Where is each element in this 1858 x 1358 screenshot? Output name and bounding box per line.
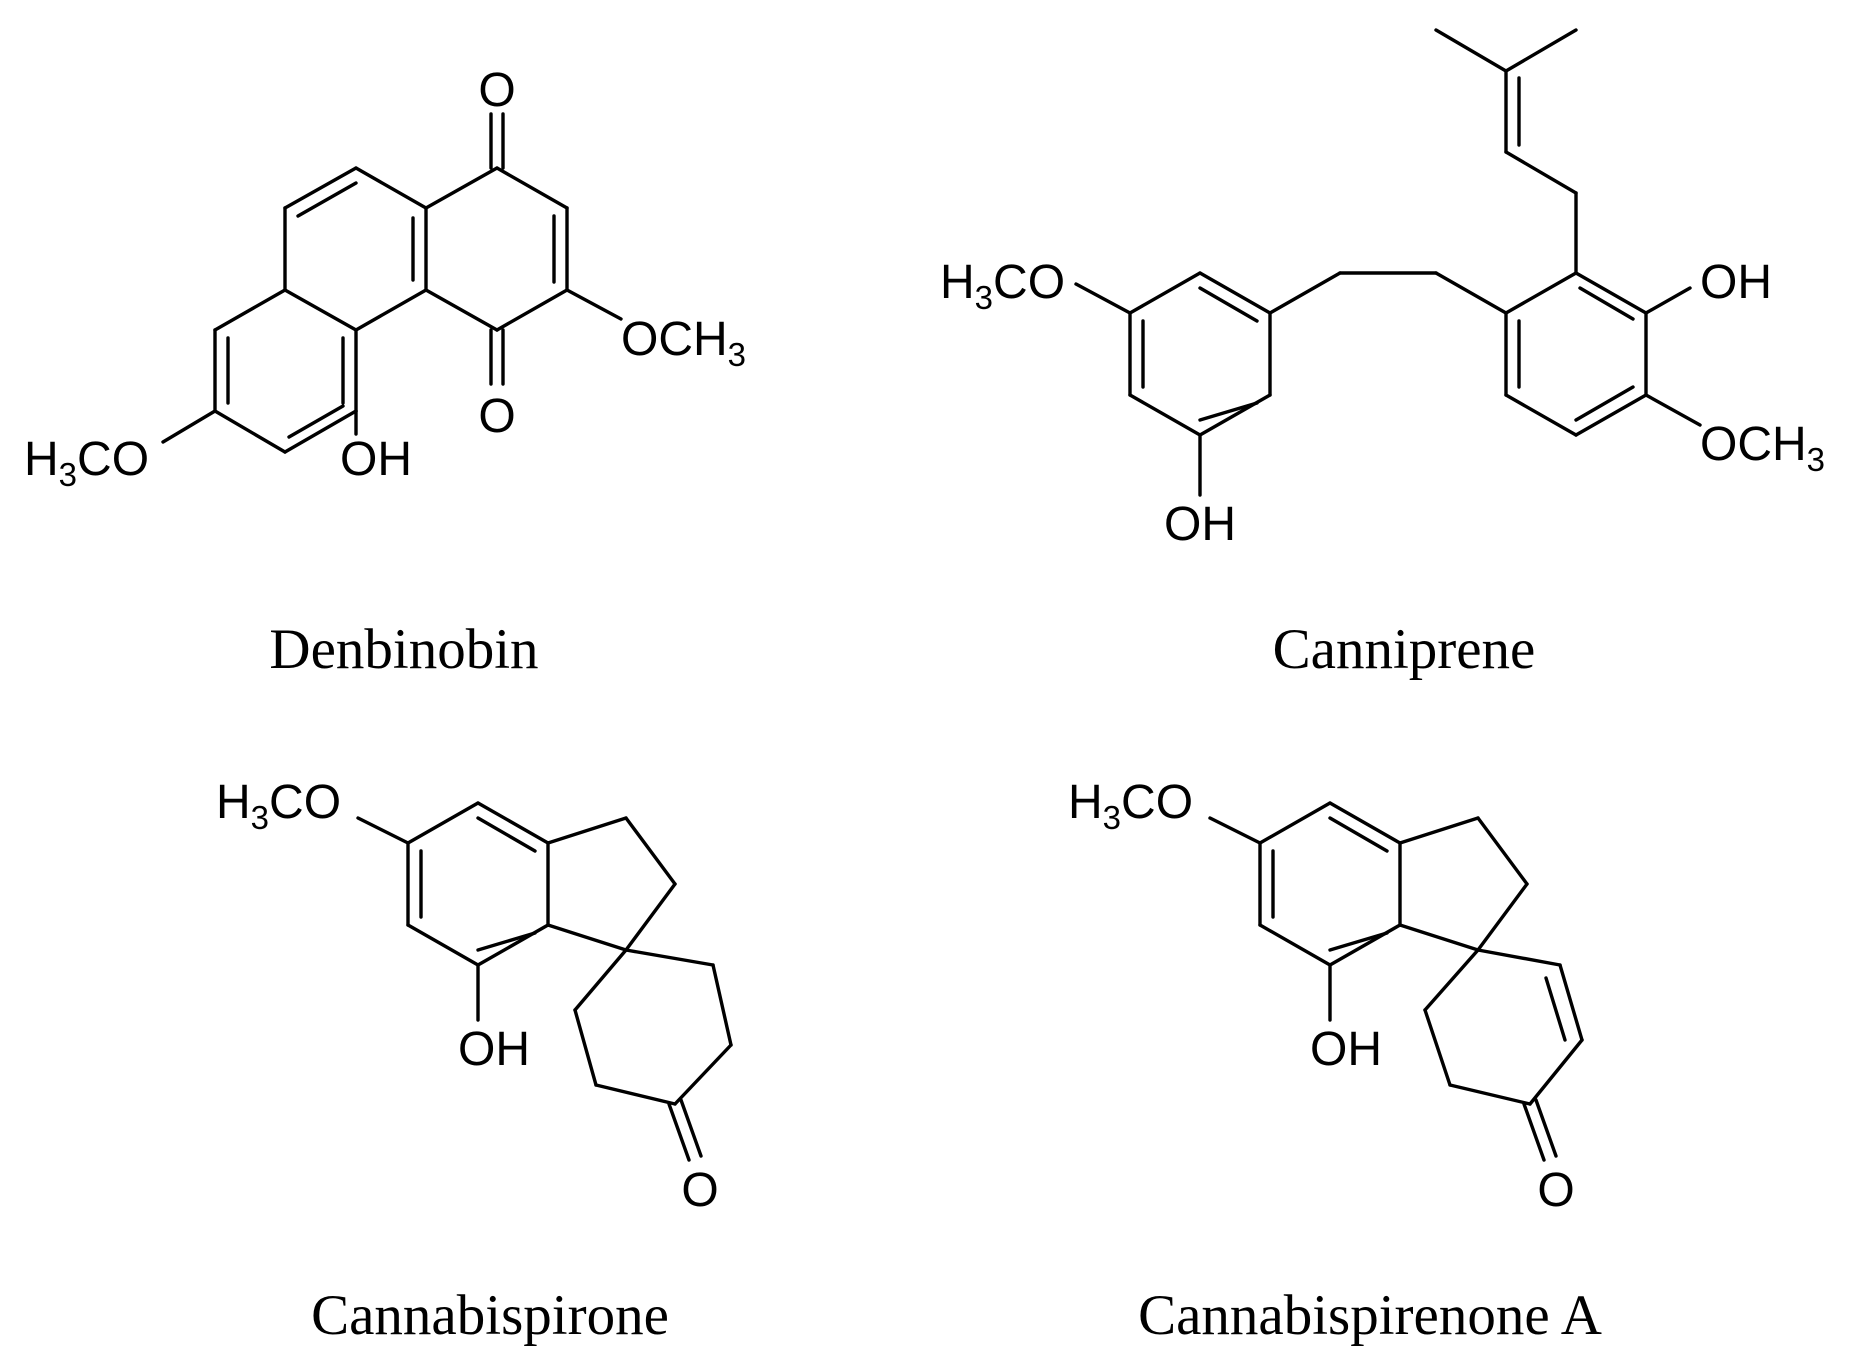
structure-cannabispirone: H3CO OH O Cannabispirone — [216, 776, 733, 1347]
canniprene-hydroxyl-right-label: OH — [1700, 256, 1772, 309]
denbinobin-hydroxyl-label: OH — [340, 433, 412, 486]
denbinobin-atom-labels: O O OCH3 H3CO OH — [24, 64, 746, 493]
structure-denbinobin: O O OCH3 H3CO OH Denbinobin — [24, 64, 746, 681]
cannabispirone-methoxy-label: H3CO — [216, 776, 341, 836]
caption-cannabispirone: Cannabispirone — [311, 1284, 669, 1347]
structure-canniprene: H3CO OH OH OCH3 Canniprene — [940, 28, 1825, 681]
caption-canniprene: Canniprene — [1273, 618, 1536, 681]
cannabispirenone-bonds — [1208, 801, 1584, 1162]
canniprene-methoxy-right-label: OCH3 — [1700, 418, 1825, 478]
canniprene-methoxy-left-label: H3CO — [940, 256, 1065, 316]
cannabispirone-atom-labels: H3CO OH O — [216, 776, 719, 1217]
cannabispirenone-carbonyl-label: O — [1537, 1164, 1574, 1217]
caption-cannabispirenone-a: Cannabispirenone A — [1138, 1284, 1602, 1347]
denbinobin-methoxy-left-label: H3CO — [24, 433, 149, 493]
caption-denbinobin: Denbinobin — [269, 618, 538, 681]
canniprene-hydroxyl-bottom-label: OH — [1164, 498, 1236, 551]
cannabispirone-bonds — [356, 801, 733, 1162]
cannabispirone-carbonyl-label: O — [681, 1164, 718, 1217]
denbinobin-bonds — [161, 112, 623, 454]
cannabispirenone-atom-labels: H3CO OH O — [1068, 776, 1575, 1217]
denbinobin-carbonyl-top-label: O — [478, 64, 515, 117]
denbinobin-carbonyl-bottom-label: O — [478, 390, 515, 443]
cannabispirenone-hydroxyl-label: OH — [1310, 1023, 1382, 1076]
canniprene-bonds — [1074, 28, 1702, 497]
cannabispirenone-methoxy-label: H3CO — [1068, 776, 1193, 836]
cannabispirone-hydroxyl-label: OH — [458, 1023, 530, 1076]
denbinobin-methoxy-right-label: OCH3 — [621, 313, 746, 373]
structure-cannabispirenone-a: H3CO OH O Cannabispirenone A — [1068, 776, 1602, 1347]
canniprene-atom-labels: H3CO OH OH OCH3 — [940, 256, 1825, 551]
